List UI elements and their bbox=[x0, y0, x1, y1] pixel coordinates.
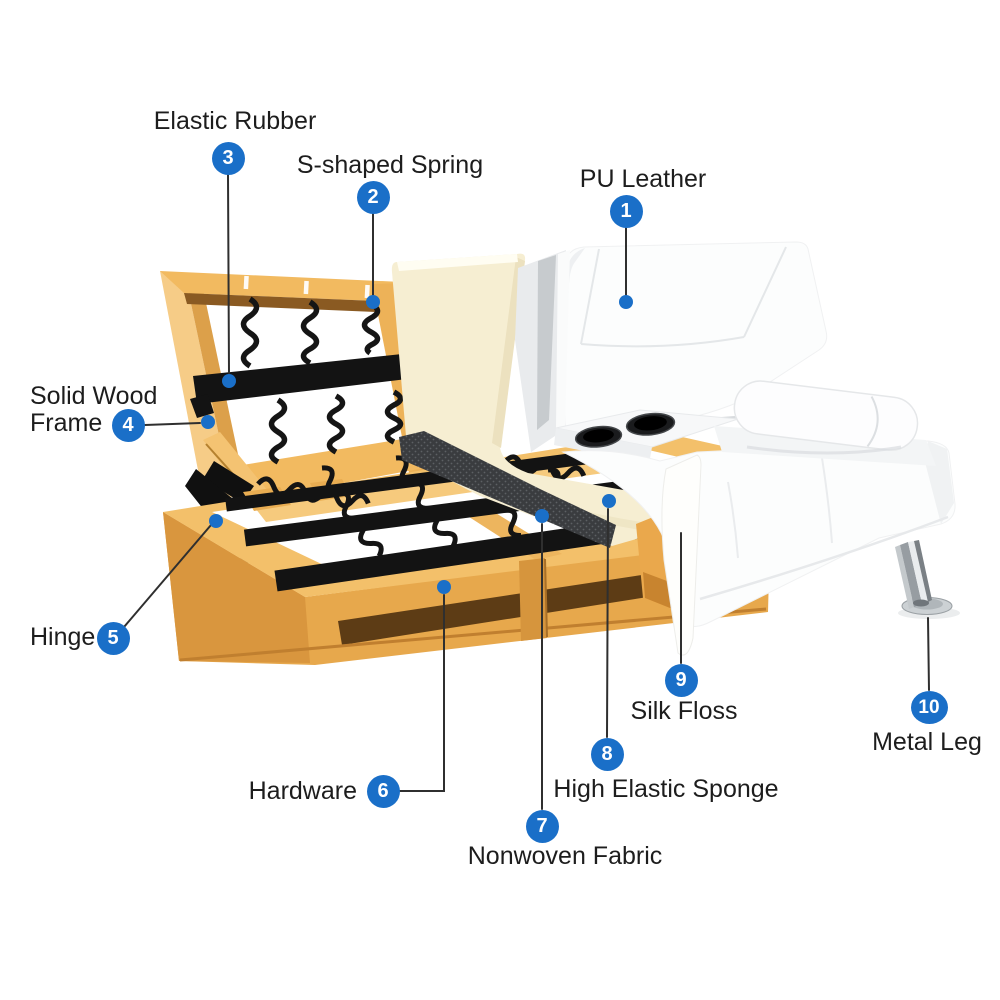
callout-5-badge: 5 bbox=[96, 621, 130, 655]
s-shaped-springs-backrest bbox=[240, 296, 404, 465]
nonwoven-fabric-mesh bbox=[399, 431, 616, 548]
callout-7-badge: 7 bbox=[525, 809, 559, 843]
callout-2-badge: 2 bbox=[356, 180, 390, 214]
callout-9-badge: 9 bbox=[664, 663, 698, 697]
callout-1-badge: 1 bbox=[609, 194, 643, 228]
leather-sofa bbox=[515, 241, 956, 656]
armrest-pillow bbox=[733, 380, 919, 451]
spring-clips bbox=[243, 275, 370, 299]
callout-4-badge: 4 bbox=[111, 408, 145, 442]
callout-9-label: Silk Floss bbox=[630, 697, 738, 725]
callout-7-label: Nonwoven Fabric bbox=[467, 842, 663, 870]
metal-leg bbox=[895, 540, 960, 619]
callout-8-badge: 8 bbox=[590, 737, 624, 771]
callout-8-label: High Elastic Sponge bbox=[553, 775, 779, 803]
elastic-rubber-band bbox=[190, 352, 424, 418]
callout-3-badge: 3 bbox=[211, 141, 245, 175]
callout-dots bbox=[201, 295, 633, 594]
callout-2-label: S-shaped Spring bbox=[296, 151, 484, 179]
callout-6-badge: 6 bbox=[366, 774, 400, 808]
callout-10-badge: 10 bbox=[910, 690, 948, 724]
cup-holders bbox=[574, 412, 676, 448]
callout-lines bbox=[123, 174, 930, 810]
callout-10-label: Metal Leg bbox=[872, 728, 982, 756]
callout-5-label: Hinge bbox=[30, 623, 96, 651]
backrest-wood-frame bbox=[160, 271, 468, 508]
callout-3-label: Elastic Rubber bbox=[153, 107, 317, 135]
callout-1-label: PU Leather bbox=[579, 165, 707, 193]
callout-4-label: Solid Wood Frame bbox=[30, 382, 158, 437]
callout-6-label: Hardware bbox=[248, 777, 357, 805]
